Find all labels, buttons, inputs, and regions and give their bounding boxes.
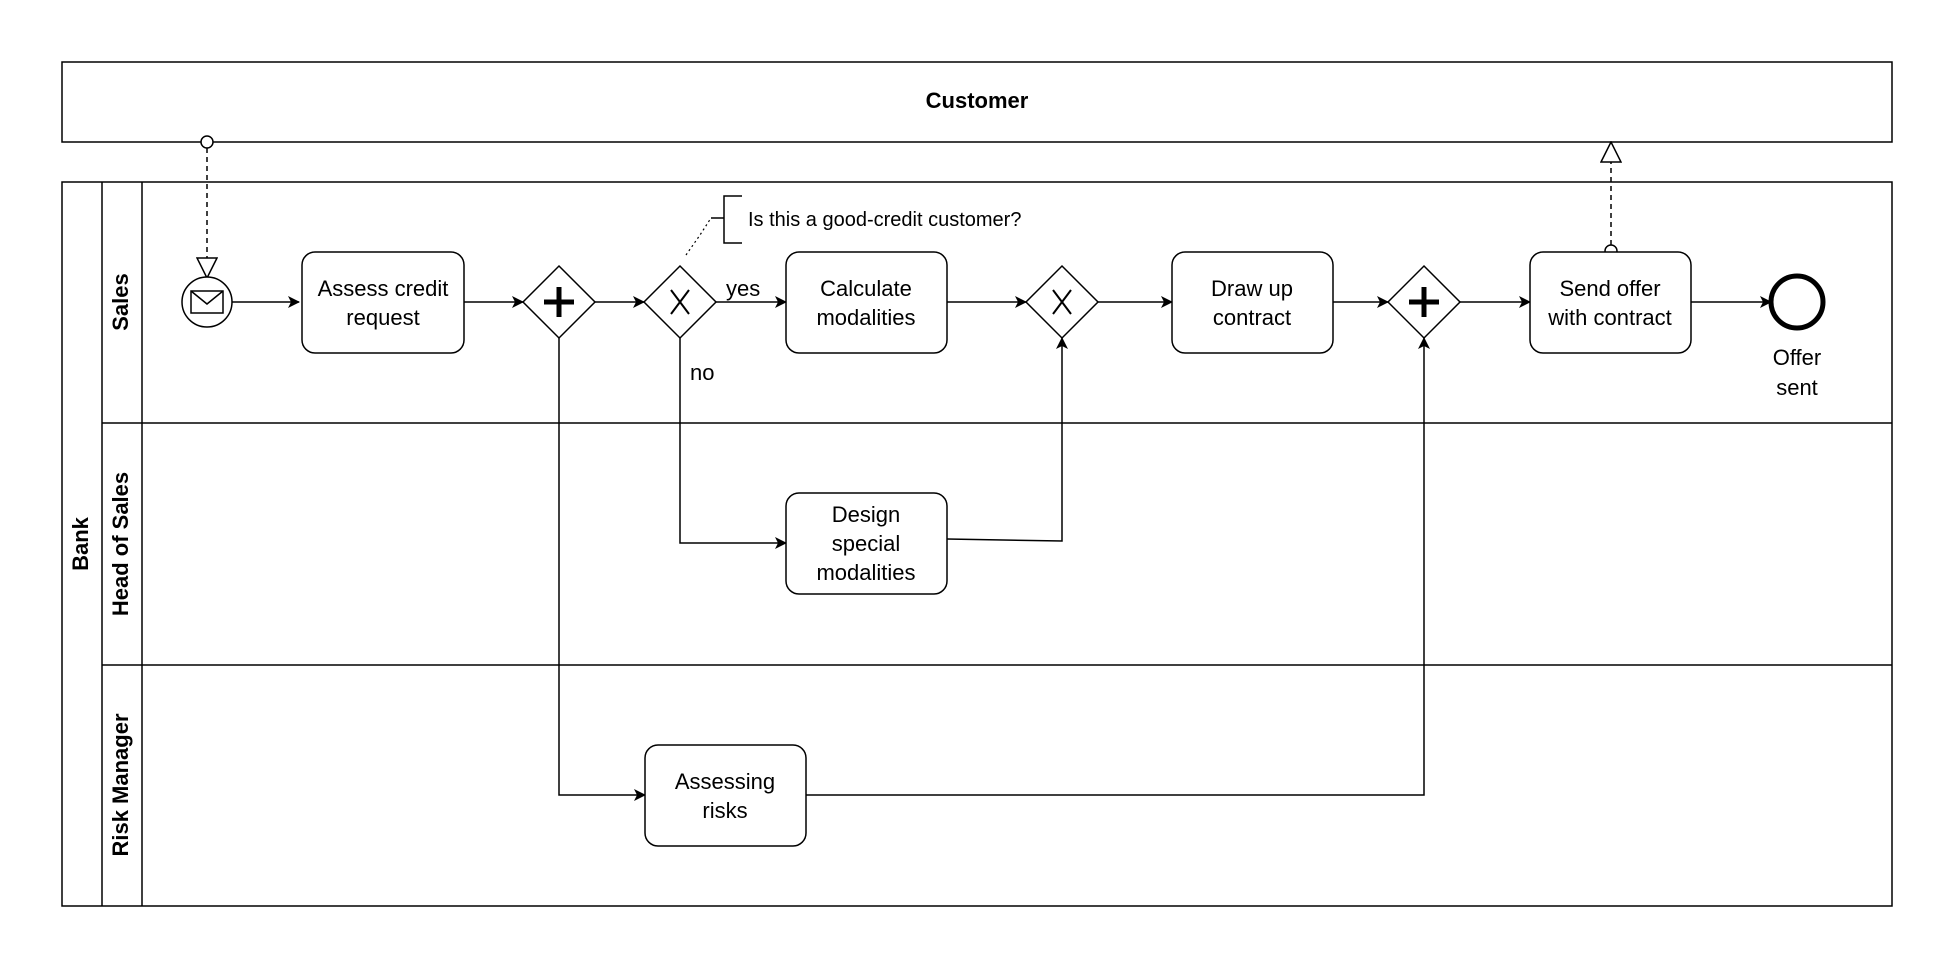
- svg-text:Assessing: Assessing: [675, 769, 775, 794]
- customer-pool[interactable]: Customer: [61, 61, 1893, 143]
- svg-text:request: request: [346, 305, 419, 330]
- flow-label-no: no: [690, 360, 714, 385]
- start-message-event[interactable]: [181, 276, 233, 328]
- parallel-gateway-join[interactable]: [1386, 264, 1462, 340]
- task-send-offer-with-contract[interactable]: Send offer with contract: [1529, 251, 1692, 354]
- task-assessing-risks[interactable]: Assessing risks: [644, 744, 807, 847]
- svg-text:Assess credit: Assess credit: [318, 276, 449, 301]
- svg-text:Design: Design: [832, 502, 900, 527]
- lane-label-head-of-sales: Head of Sales: [108, 472, 133, 616]
- task-assess-credit-request[interactable]: Assess credit request: [301, 251, 465, 354]
- svg-text:modalities: modalities: [816, 560, 915, 585]
- x-icon: [1052, 289, 1072, 315]
- svg-text:contract: contract: [1213, 305, 1291, 330]
- plus-icon: [1409, 287, 1439, 317]
- exclusive-gateway-split[interactable]: [642, 264, 718, 340]
- flow-xor-no-to-design[interactable]: [679, 338, 787, 549]
- task-draw-up-contract[interactable]: Draw up contract: [1171, 251, 1334, 354]
- svg-text:Draw up: Draw up: [1211, 276, 1293, 301]
- text-annotation[interactable]: Is this a good-credit customer?: [685, 195, 1021, 256]
- end-event-label-line1: Offer: [1773, 345, 1822, 370]
- svg-text:risks: risks: [702, 798, 747, 823]
- customer-pool-label: Customer: [926, 88, 1029, 113]
- flow-design-to-xor-merge[interactable]: [946, 337, 1068, 542]
- svg-text:Send offer: Send offer: [1559, 276, 1660, 301]
- end-event[interactable]: [1768, 273, 1826, 331]
- svg-text:with contract: with contract: [1547, 305, 1672, 330]
- bank-pool-label: Bank: [68, 516, 93, 571]
- plus-icon: [544, 287, 574, 317]
- lane-label-risk-manager: Risk Manager: [108, 713, 133, 856]
- end-event-label-line2: sent: [1776, 375, 1818, 400]
- task-design-special-modalities[interactable]: Design special modalities: [785, 492, 948, 595]
- message-flow-customer-to-start[interactable]: [201, 135, 213, 278]
- lane-label-sales: Sales: [108, 273, 133, 331]
- svg-text:modalities: modalities: [816, 305, 915, 330]
- svg-text:special: special: [832, 531, 900, 556]
- exclusive-gateway-merge[interactable]: [1024, 264, 1100, 340]
- flow-label-yes: yes: [726, 276, 760, 301]
- parallel-gateway-split[interactable]: [521, 264, 597, 340]
- flow-parallel-to-assessing-risks[interactable]: [558, 338, 646, 801]
- flow-assessing-risks-to-parallel-join[interactable]: [806, 337, 1430, 796]
- envelope-icon: [190, 290, 224, 314]
- x-icon: [670, 289, 690, 315]
- task-calculate-modalities[interactable]: Calculate modalities: [785, 251, 948, 354]
- annotation-text: Is this a good-credit customer?: [748, 209, 1021, 231]
- svg-text:Calculate: Calculate: [820, 276, 912, 301]
